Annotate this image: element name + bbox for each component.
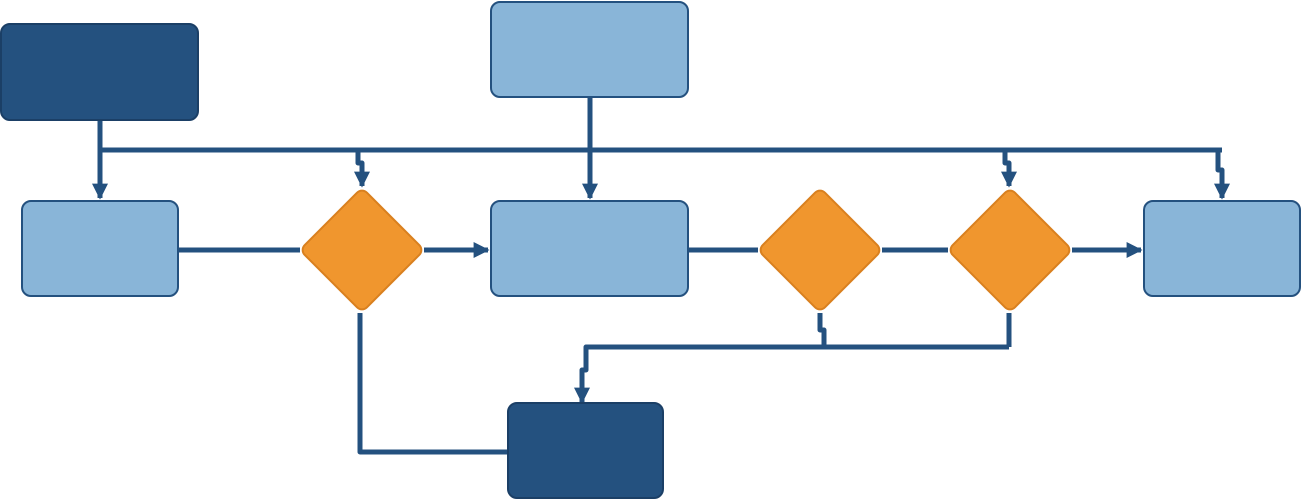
node-decision-3: [949, 189, 1071, 311]
node-decision-2: [759, 189, 881, 311]
node-top: [490, 1, 689, 98]
step-1-box: [21, 200, 179, 297]
node-decision-1: [301, 189, 423, 311]
connector-bus-to-decision1: [353, 150, 371, 188]
node-step-1: [21, 200, 179, 297]
decision-1-diamond: [301, 189, 423, 311]
connector-decision1-to-end: [357, 313, 508, 455]
connector-lower-bus: [573, 344, 1009, 404]
connector-decision2-down: [817, 313, 827, 347]
connector-bus-to-decision3: [1000, 150, 1018, 188]
end-box: [507, 402, 664, 499]
node-end: [507, 402, 664, 499]
step-2-box: [490, 200, 689, 297]
node-start: [0, 23, 199, 121]
node-step-2: [490, 200, 689, 297]
step-3-box: [1143, 200, 1301, 297]
decision-3-diamond: [949, 189, 1071, 311]
connectors: [91, 97, 1231, 455]
decision-2-diamond: [759, 189, 881, 311]
start-box: [0, 23, 199, 121]
node-step-3: [1143, 200, 1301, 297]
connector-bus-to-step3: [1213, 150, 1231, 200]
top-box: [490, 1, 689, 98]
